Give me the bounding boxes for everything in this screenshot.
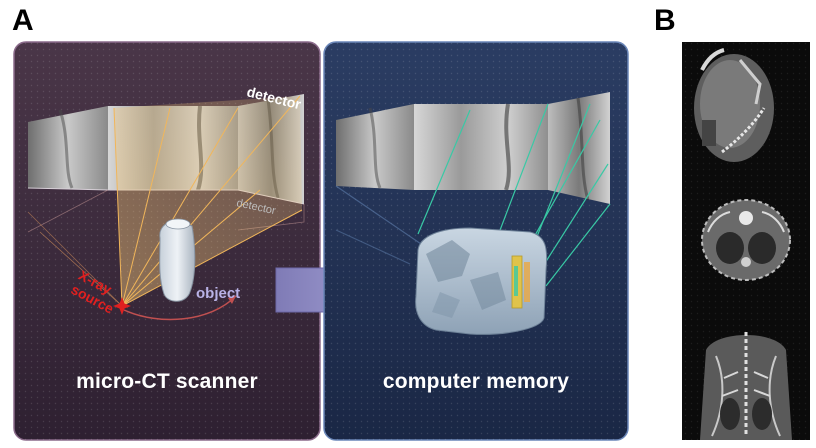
backprojection-rays	[335, 103, 611, 287]
rotation-arc	[123, 295, 237, 321]
memory-panel	[323, 41, 629, 441]
scanned-object	[159, 218, 196, 302]
panel-label-a: A	[12, 4, 34, 37]
memory-caption: computer memory	[382, 370, 570, 393]
object-label: object	[196, 285, 240, 302]
reconstructed-volume	[415, 227, 548, 335]
panel-label-b: B	[654, 4, 676, 37]
scanner-panel	[13, 41, 321, 441]
xray-source-icon	[113, 297, 131, 315]
ct-slice-sagittal	[694, 48, 774, 162]
ct-slice-axial	[701, 199, 791, 281]
scanner-caption: micro-CT scanner	[76, 370, 258, 393]
ct-slice-column	[682, 42, 810, 440]
ct-slice-coronal	[700, 332, 792, 440]
projection-panels	[336, 92, 610, 204]
